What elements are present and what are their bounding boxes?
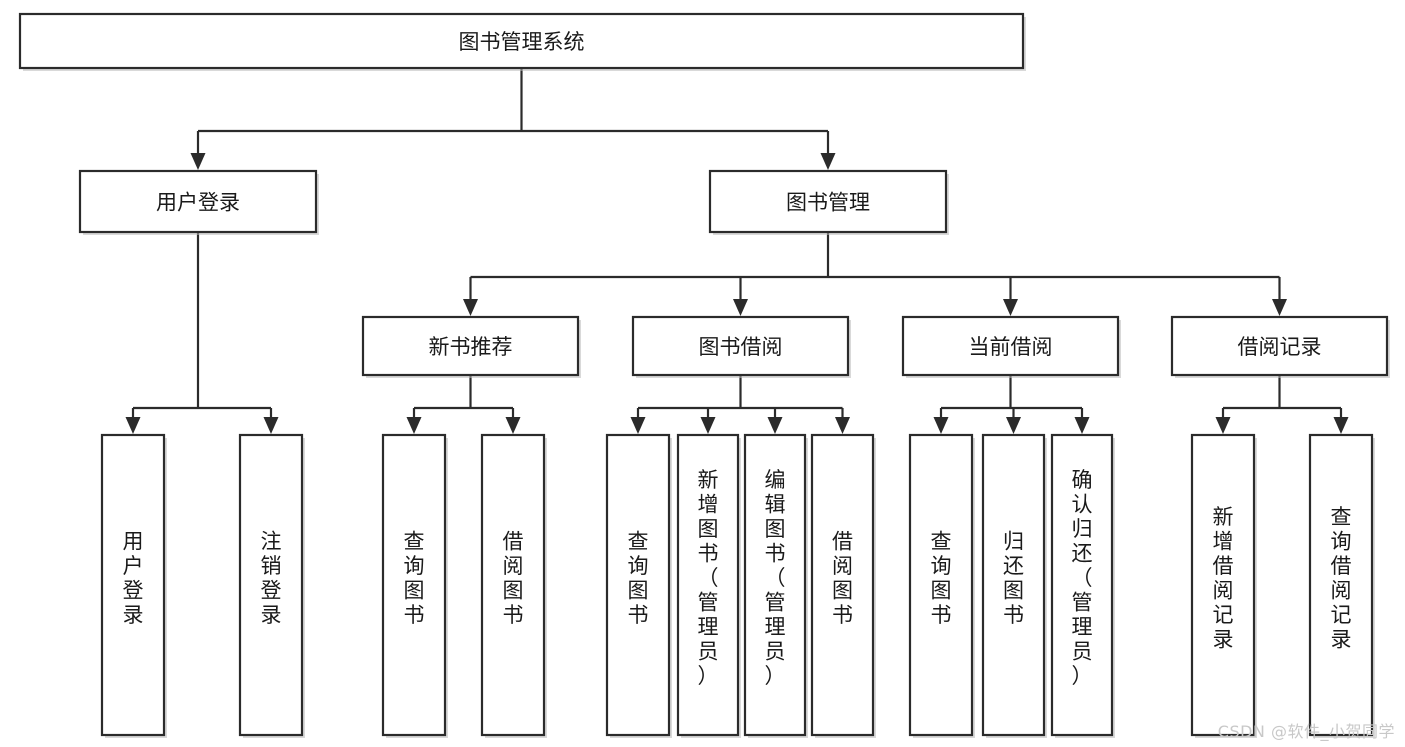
node-label: 用户登录 — [123, 529, 144, 627]
node-box — [605, 433, 671, 737]
node-label: 编辑图书（管理员） — [765, 468, 786, 688]
flow-node-root[interactable]: 图书管理系统 — [18, 12, 1026, 71]
node-label: 注销登录 — [261, 529, 282, 627]
node-box — [631, 315, 850, 377]
arrow-head-icon — [1333, 417, 1349, 434]
flow-node-l-logout[interactable]: 注销登录 — [238, 433, 305, 738]
flow-node-l-add-record[interactable]: 新增借阅记录 — [1190, 433, 1257, 738]
flow-node-n-current[interactable]: 当前借阅 — [901, 315, 1121, 378]
flow-node-n-book-mgmt[interactable]: 图书管理 — [708, 169, 949, 235]
node-label: 借阅记录 — [1238, 335, 1322, 359]
node-box — [480, 433, 546, 737]
node-box — [708, 169, 948, 234]
flow-node-l-q-record[interactable]: 查询借阅记录 — [1308, 433, 1375, 738]
node-box — [676, 433, 740, 737]
arrow-head-icon — [1006, 417, 1021, 434]
arrow-head-icon — [700, 417, 716, 434]
arrow-head-icon — [505, 417, 521, 434]
node-label: 确认归还（管理员） — [1072, 468, 1093, 688]
arrow-head-icon — [190, 153, 206, 170]
flow-node-l-borrow-books-2[interactable]: 借阅图书 — [810, 433, 876, 738]
arrow-head-icon — [1074, 417, 1090, 434]
flow-node-l-q-books-3[interactable]: 查询图书 — [908, 433, 975, 738]
arrow-head-icon — [933, 417, 949, 434]
flow-node-l-edit-book[interactable]: 编辑图书（管理员） — [743, 433, 808, 738]
node-layer: 图书管理系统用户登录图书管理新书推荐图书借阅当前借阅借阅记录用户登录注销登录查询… — [18, 12, 1390, 738]
node-label: 查询图书 — [931, 529, 952, 627]
node-box — [381, 433, 447, 737]
flow-node-l-borrow-books-1[interactable]: 借阅图书 — [480, 433, 547, 738]
flow-node-n-borrow[interactable]: 图书借阅 — [631, 315, 851, 378]
node-box — [1170, 315, 1389, 377]
node-label: 新增图书（管理员） — [698, 468, 719, 688]
node-label: 借阅图书 — [503, 529, 524, 627]
flow-node-l-q-books-2[interactable]: 查询图书 — [605, 433, 672, 738]
node-box — [1308, 433, 1374, 737]
node-box — [361, 315, 580, 377]
flow-node-n-user-login[interactable]: 用户登录 — [78, 169, 319, 235]
node-label: 查询借阅记录 — [1331, 505, 1352, 652]
node-box — [78, 169, 318, 234]
flow-node-l-q-books-1[interactable]: 查询图书 — [381, 433, 448, 738]
flow-node-n-new-rec[interactable]: 新书推荐 — [361, 315, 581, 378]
arrow-head-icon — [820, 153, 836, 170]
arrow-head-icon — [1215, 417, 1231, 434]
node-box — [810, 433, 875, 737]
node-box — [901, 315, 1120, 377]
node-box — [908, 433, 974, 737]
node-label: 图书管理 — [786, 191, 870, 215]
arrow-head-icon — [406, 417, 422, 434]
node-label: 图书管理系统 — [459, 30, 585, 54]
arrow-head-icon — [767, 417, 783, 434]
node-box — [1050, 433, 1114, 737]
flow-node-n-record[interactable]: 借阅记录 — [1170, 315, 1390, 378]
node-label: 查询图书 — [404, 529, 425, 627]
flow-node-l-confirm-return[interactable]: 确认归还（管理员） — [1050, 433, 1115, 738]
node-box — [1190, 433, 1256, 737]
node-label: 用户登录 — [156, 191, 240, 215]
arrow-head-icon — [835, 417, 850, 434]
node-label: 当前借阅 — [969, 335, 1053, 359]
node-box — [981, 433, 1046, 737]
flow-node-l-add-book[interactable]: 新增图书（管理员） — [676, 433, 741, 738]
node-box — [238, 433, 304, 737]
arrow-head-icon — [125, 417, 141, 434]
arrow-head-icon — [463, 299, 478, 316]
arrow-head-icon — [1003, 299, 1018, 316]
node-label: 查询图书 — [628, 529, 649, 627]
arrow-head-icon — [263, 417, 279, 434]
node-box — [100, 433, 166, 737]
connector-layer — [125, 68, 1349, 434]
arrow-head-icon — [630, 417, 646, 434]
node-label: 新增借阅记录 — [1213, 505, 1234, 652]
node-label: 新书推荐 — [429, 335, 513, 359]
flow-node-l-return-book[interactable]: 归还图书 — [981, 433, 1047, 738]
node-label: 图书借阅 — [699, 335, 783, 359]
node-box — [18, 12, 1025, 70]
node-label: 归还图书 — [1003, 529, 1024, 627]
node-box — [743, 433, 807, 737]
flow-node-l-user-login[interactable]: 用户登录 — [100, 433, 167, 738]
node-label: 借阅图书 — [832, 529, 853, 627]
arrow-head-icon — [733, 299, 748, 316]
arrow-head-icon — [1272, 299, 1287, 316]
